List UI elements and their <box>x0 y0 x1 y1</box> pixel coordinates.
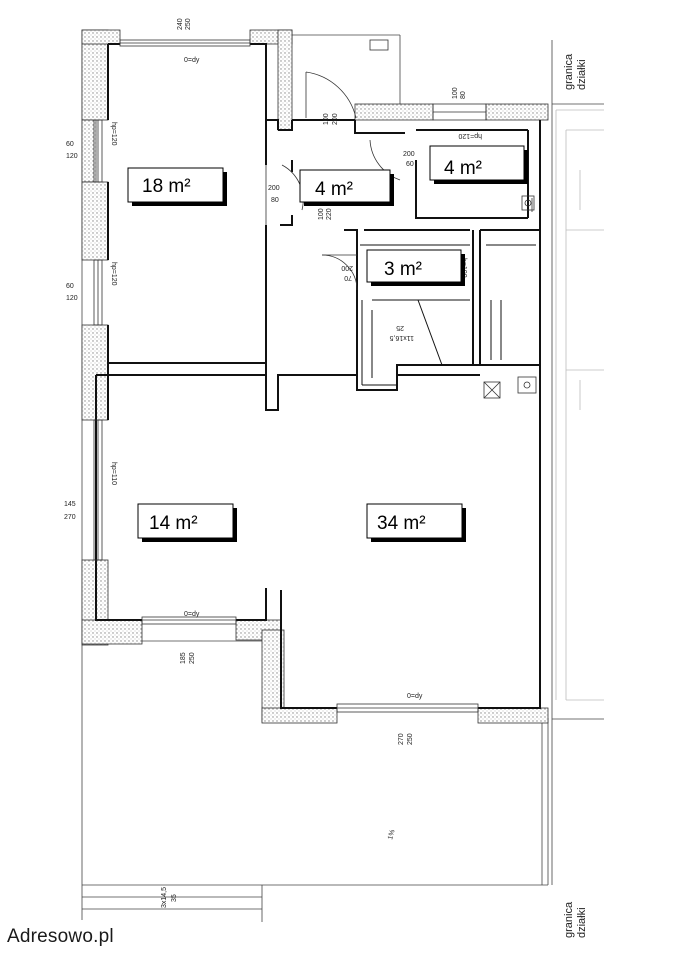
room-label-kitchen: 14 m² <box>137 503 237 542</box>
room-area-living: 34 m² <box>377 513 426 534</box>
dim-top-window-b: 250 <box>185 18 192 30</box>
dim-slope: 1% <box>387 829 396 841</box>
dim-left-win3-b: 145 <box>64 501 76 508</box>
dim-win-small-hp: hp=120 <box>458 132 482 139</box>
room-label-bedroom: 18 m² <box>127 167 227 206</box>
dim-left-win2-hp: hp=120 <box>110 262 117 286</box>
dim-closet-door-b: 220 <box>326 208 333 220</box>
neighbour-outline <box>555 109 604 701</box>
dim-top-window-hp: 0=dy <box>184 57 200 64</box>
watermark-text: Adresowo.pl <box>7 926 114 947</box>
dim-room-door-b: 80 <box>271 197 279 204</box>
room-area-wc: 4 m² <box>444 158 482 179</box>
room-label-closet: 3 m² <box>366 249 465 286</box>
dim-bottom-win1-hp: 0=dy <box>184 611 200 618</box>
dim-steps-a: 3x14,5 <box>161 887 168 908</box>
dimension-labels: 240 250 0=dy 100 200 100 80 hp=120 200 6… <box>64 18 482 908</box>
site-lines <box>81 30 604 922</box>
inner-walls <box>360 244 536 386</box>
dim-stair-door-b: 200 <box>341 264 353 271</box>
fixtures <box>483 195 537 399</box>
dim-room-door-a: 200 <box>268 185 280 192</box>
windows <box>93 39 487 713</box>
dim-closet-door-a: 100 <box>318 208 325 220</box>
room-label-wc: 4 m² <box>429 145 528 184</box>
watermark-logo[interactable]: Adresowo.pl <box>0 920 128 960</box>
dim-bottom-win1-a: 185 <box>180 652 187 664</box>
dim-stairs-b: 25 <box>396 324 404 331</box>
dim-wc-door-b: 60 <box>406 161 414 168</box>
insulation-walls <box>81 29 549 724</box>
dim-left-win3-hp: hp=110 <box>110 462 117 485</box>
boundary-top-line2: działki <box>576 59 588 90</box>
dim-stairs: 11x16,5 <box>390 334 414 341</box>
dim-bottom-win2-hp: 0=dy <box>407 693 423 700</box>
dim-left-win2-a: 60 <box>66 283 74 290</box>
room-area-bedroom: 18 m² <box>142 176 191 197</box>
dim-win-small-b: 80 <box>460 91 467 99</box>
dim-left-win1-a: 60 <box>66 141 74 148</box>
dim-bottom-win1-b: 250 <box>189 652 196 664</box>
dim-bottom-win2-a: 270 <box>398 733 405 745</box>
room-label-living: 34 m² <box>366 503 466 542</box>
dim-left-win1-hp: hp=120 <box>110 122 117 146</box>
room-labels: 18 m² 4 m² 4 m² 3 m² 14 m² 34 m² <box>127 145 528 542</box>
dim-bottom-win2-b: 250 <box>407 733 414 745</box>
boundary-bottom-line1: granica <box>563 901 575 938</box>
dim-wc-door-a: 200 <box>403 151 415 158</box>
dim-win-small-a: 100 <box>452 87 459 99</box>
dim-top-window-a: 240 <box>177 18 184 30</box>
walls <box>95 43 541 709</box>
room-area-kitchen: 14 m² <box>149 513 198 534</box>
dim-left-win1-b: 120 <box>66 153 78 160</box>
dim-stair-door-a: 70 <box>344 274 352 281</box>
boundary-labels: granica działki granica działki <box>563 53 588 938</box>
dim-steps-b: 35 <box>171 894 178 902</box>
dim-left-win3-a: 270 <box>64 514 76 521</box>
room-label-hall: 4 m² <box>299 169 394 206</box>
doors <box>265 39 401 291</box>
room-area-hall: 4 m² <box>315 179 353 200</box>
dim-door-b: 200 <box>332 113 339 125</box>
dim-left-win2-b: 120 <box>66 295 78 302</box>
dim-door-a: 100 <box>323 113 330 125</box>
boundary-top-line1: granica <box>563 53 575 90</box>
room-area-closet: 3 m² <box>384 259 422 280</box>
boundary-bottom-line2: działki <box>576 907 588 938</box>
